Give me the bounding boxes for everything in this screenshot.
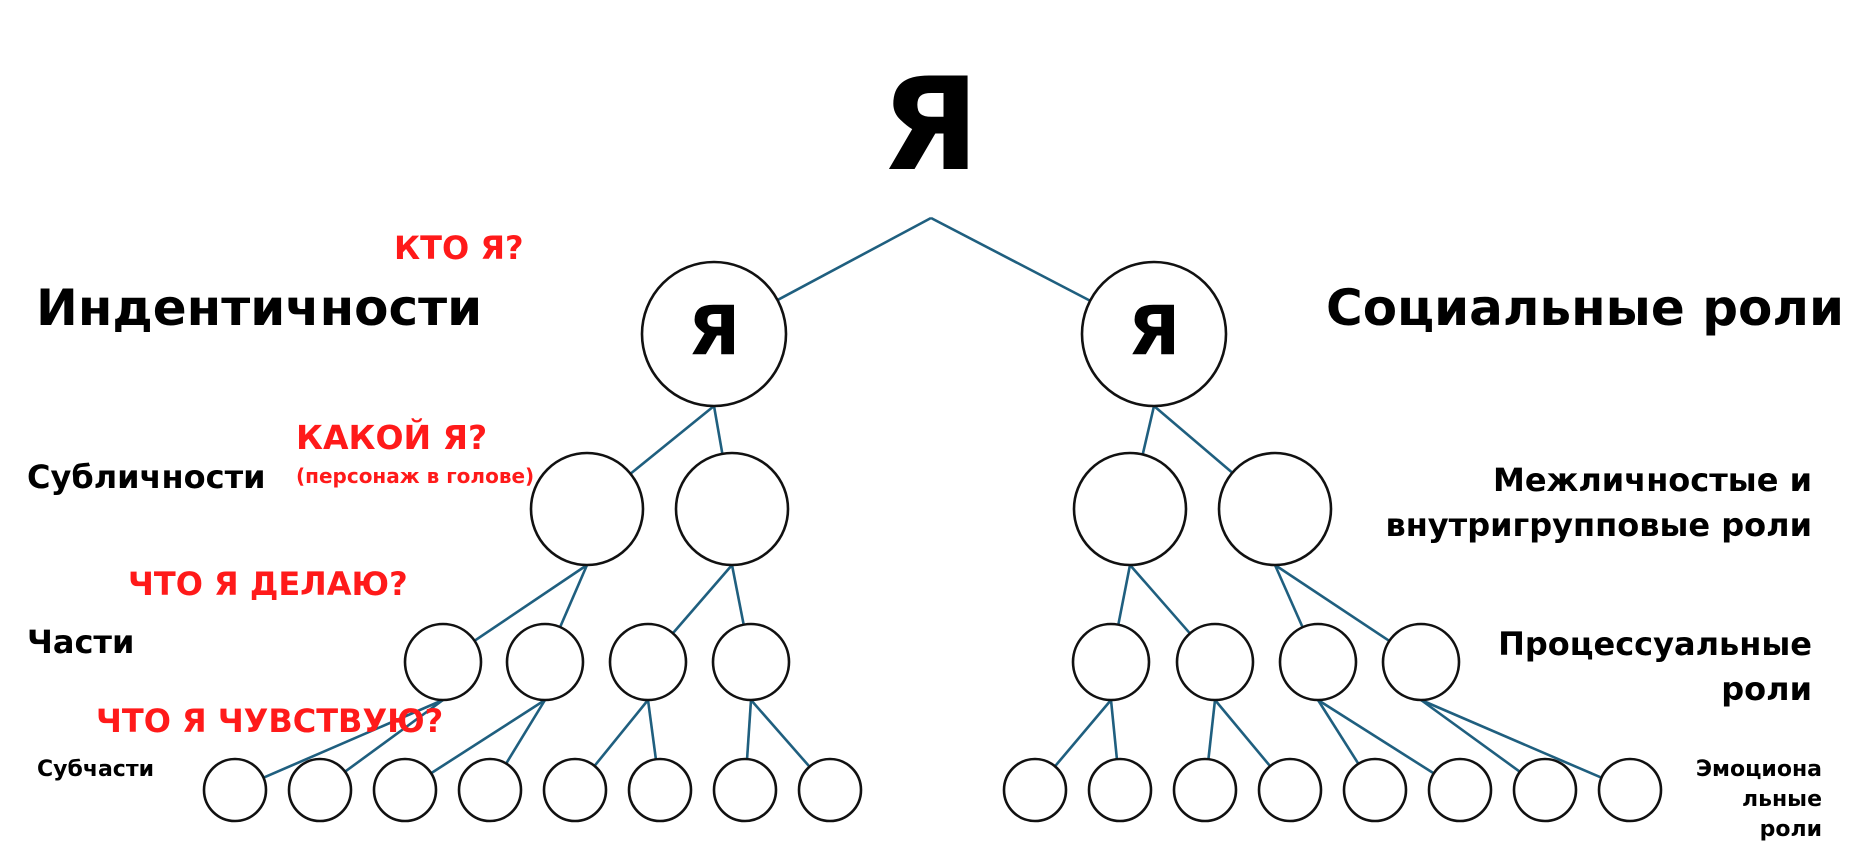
edge-to-subpart-node-6 bbox=[646, 699, 658, 760]
emotional-role-node-8 bbox=[1597, 757, 1663, 823]
tree-nodes bbox=[202, 260, 1663, 823]
tree-edges bbox=[262, 216, 1603, 779]
role-node-symbol: Я bbox=[1127, 292, 1181, 371]
part-node-2 bbox=[505, 622, 585, 702]
edge-to-emotional-role-node-3 bbox=[1207, 699, 1217, 760]
emotional-role-node-7 bbox=[1512, 757, 1578, 823]
interpersonal-roles-line-1: Межличностые и bbox=[1492, 461, 1812, 499]
what-am-i-feeling-question: ЧТО Я ЧУВСТВУЮ? bbox=[96, 702, 444, 740]
part-node-1 bbox=[403, 622, 483, 702]
edge-to-subpersonality-node-1 bbox=[629, 404, 715, 475]
procedural-role-node-2 bbox=[1175, 622, 1255, 702]
procedural-role-node-4 bbox=[1381, 622, 1461, 702]
edge-to-part-node-2 bbox=[558, 564, 589, 628]
emotional-role-node-2 bbox=[1087, 757, 1153, 823]
what-am-i-doing-question: ЧТО Я ДЕЛАЮ? bbox=[128, 565, 408, 603]
edge-to-subpart-node-2 bbox=[344, 698, 444, 773]
edge-to-emotional-role-node-5 bbox=[1316, 699, 1360, 765]
edge-to-procedural-role-node-3 bbox=[1273, 564, 1304, 628]
role-node bbox=[1080, 260, 1228, 408]
edge-root-to-identity-node bbox=[776, 216, 932, 302]
edge-to-interpersonal-role-node-1 bbox=[1141, 405, 1156, 455]
edge-to-interpersonal-role-node-2 bbox=[1153, 405, 1234, 474]
part-node-4 bbox=[711, 622, 791, 702]
subpersonality-node-2 bbox=[674, 451, 790, 567]
subpart-node-7 bbox=[712, 757, 778, 823]
identity-node bbox=[640, 260, 788, 408]
subpersonalities-label: Субличности bbox=[27, 458, 266, 496]
root-symbol: Я bbox=[880, 51, 980, 200]
part-node-3 bbox=[608, 622, 688, 702]
edge-to-procedural-role-node-1 bbox=[1117, 564, 1132, 625]
interpersonal-role-node-2 bbox=[1217, 451, 1333, 567]
edge-to-emotional-role-node-7 bbox=[1420, 698, 1521, 773]
edge-to-procedural-role-node-4 bbox=[1274, 563, 1391, 643]
edge-to-emotional-role-node-4 bbox=[1214, 699, 1272, 768]
edge-to-procedural-role-node-2 bbox=[1129, 564, 1191, 635]
subpart-node-3 bbox=[372, 757, 438, 823]
social-roles-title: Социальные роли bbox=[1326, 279, 1844, 337]
procedural-roles-line-2: роли bbox=[1721, 670, 1812, 708]
interpersonal-role-node-1 bbox=[1072, 451, 1188, 567]
emotional-role-node-6 bbox=[1427, 757, 1493, 823]
subpart-node-6 bbox=[627, 757, 693, 823]
emotional-roles-line-3: роли bbox=[1759, 817, 1822, 842]
emotional-role-node-1 bbox=[1002, 757, 1068, 823]
emotional-roles-line-1: Эмоциона bbox=[1695, 757, 1822, 782]
identities-title: Индентичности bbox=[36, 279, 483, 337]
procedural-roles-label: Процессуальные роли bbox=[1420, 622, 1812, 712]
subpart-node-5 bbox=[542, 757, 608, 823]
what-am-i-like-question: КАКОЙ Я? bbox=[296, 418, 488, 457]
edge-to-subpart-node-8 bbox=[750, 699, 811, 768]
emotional-role-node-3 bbox=[1172, 757, 1238, 823]
edge-to-emotional-role-node-1 bbox=[1054, 699, 1112, 768]
interpersonal-roles-label: Межличностые и внутригрупповые роли bbox=[1380, 458, 1812, 548]
edge-to-emotional-role-node-6 bbox=[1317, 698, 1435, 775]
emotional-roles-line-2: льные bbox=[1741, 787, 1822, 812]
edge-to-subpart-node-1 bbox=[262, 698, 444, 779]
edge-to-subpersonality-node-2 bbox=[712, 405, 724, 455]
edge-to-subpart-node-4 bbox=[505, 699, 547, 765]
procedural-role-node-1 bbox=[1071, 622, 1151, 702]
edge-to-part-node-3 bbox=[671, 564, 733, 635]
identity-node-symbol: Я bbox=[687, 292, 741, 371]
procedural-role-node-3 bbox=[1278, 622, 1358, 702]
emotional-role-node-4 bbox=[1257, 757, 1323, 823]
subpart-node-2 bbox=[287, 757, 353, 823]
edge-to-emotional-role-node-8 bbox=[1420, 698, 1603, 779]
edge-to-part-node-1 bbox=[473, 563, 588, 642]
subpart-node-4 bbox=[457, 757, 523, 823]
interpersonal-roles-line-2: внутригрупповые роли bbox=[1385, 506, 1812, 544]
who-am-i-question: КТО Я? bbox=[394, 229, 524, 267]
edge-root-to-role-node bbox=[930, 216, 1091, 302]
character-in-head-note: (персонаж в голове) bbox=[296, 464, 535, 488]
edge-to-subpart-node-7 bbox=[745, 699, 753, 760]
subpersonality-node-1 bbox=[529, 451, 645, 567]
edge-to-emotional-role-node-2 bbox=[1109, 699, 1119, 760]
subpart-node-1 bbox=[202, 757, 268, 823]
subparts-label: Субчасти bbox=[37, 757, 155, 782]
edge-to-part-node-4 bbox=[730, 564, 745, 625]
procedural-roles-line-1: Процессуальные bbox=[1498, 625, 1812, 663]
parts-label: Части bbox=[27, 623, 135, 661]
edge-to-subpart-node-3 bbox=[430, 698, 546, 775]
edge-to-subpart-node-5 bbox=[593, 699, 650, 767]
subpart-node-8 bbox=[797, 757, 863, 823]
emotional-role-node-5 bbox=[1342, 757, 1408, 823]
emotional-roles-label: Эмоциона льные роли bbox=[1640, 755, 1822, 845]
